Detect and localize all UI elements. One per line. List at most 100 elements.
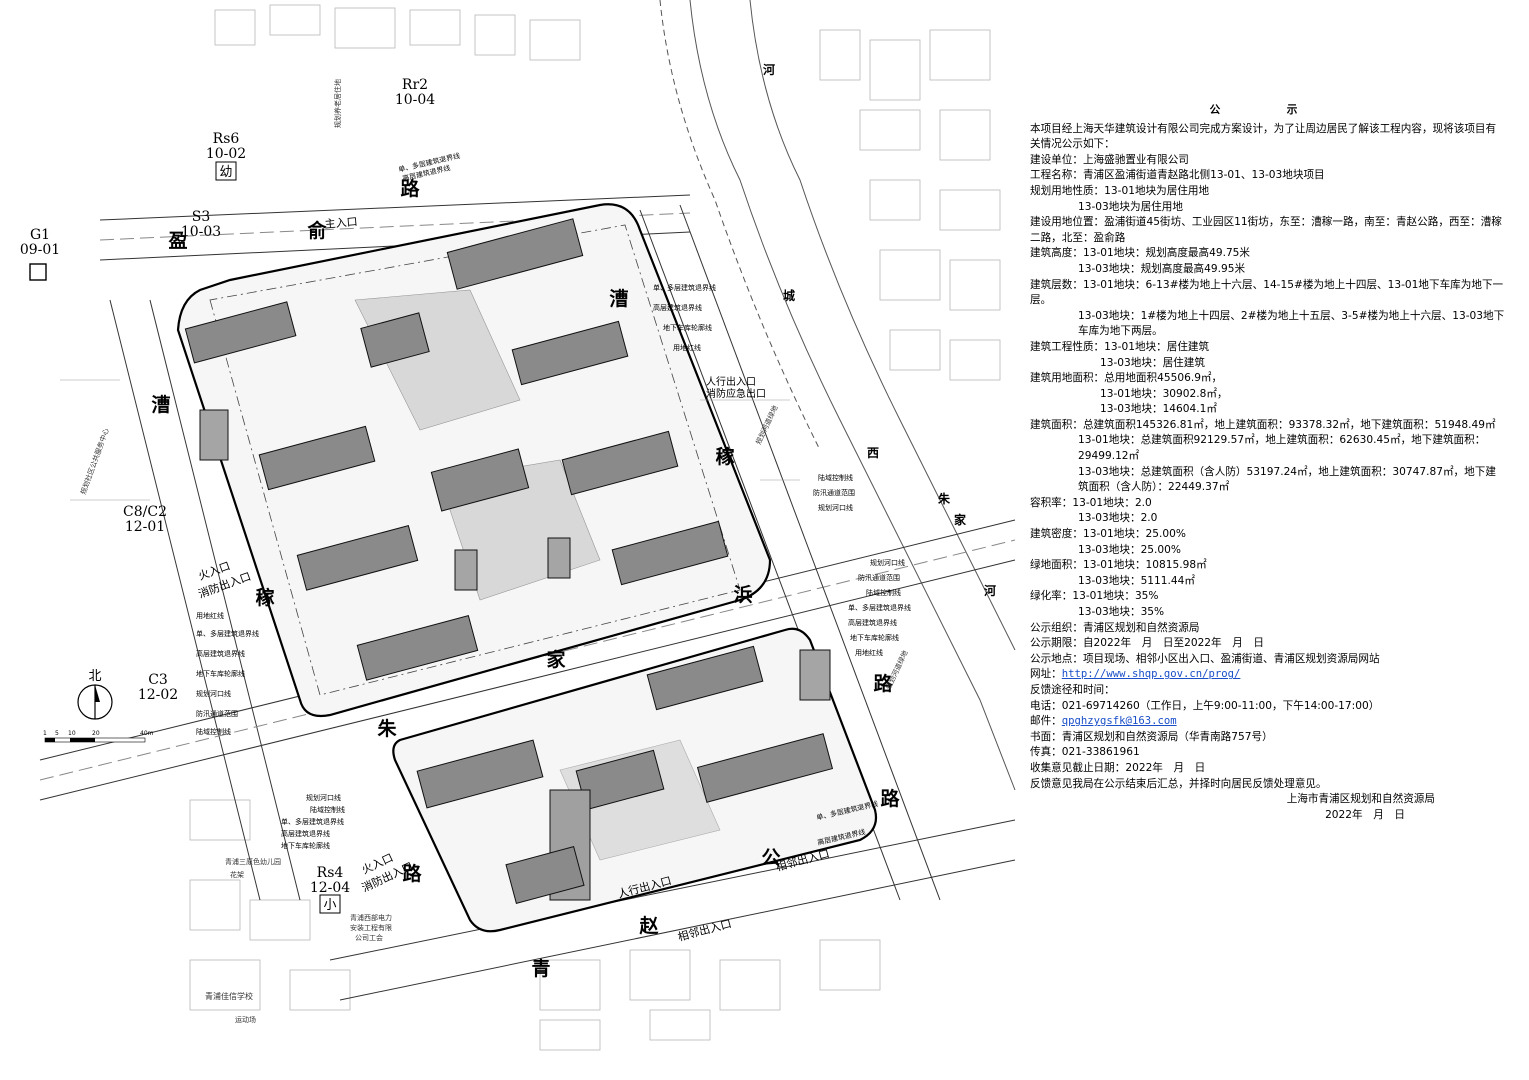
block-c8-num: 12-01 <box>125 519 165 535</box>
svg-text:陆域控制线: 陆域控制线 <box>196 727 231 736</box>
block-rs6-symbol: 幼 <box>219 165 232 180</box>
road-east-1: 漕 <box>609 287 628 310</box>
svg-text:高层建筑退界线: 高层建筑退界线 <box>653 303 702 312</box>
signature: 上海市青浦区规划和自然资源局 <box>1286 793 1435 806</box>
road-west-2: 稼 <box>255 586 274 609</box>
block-rs4-num: 12-04 <box>310 880 350 896</box>
river <box>659 0 1016 791</box>
svg-text:单、多层建筑退界线: 单、多层建筑退界线 <box>196 629 259 638</box>
fax: 传真：021-33861961 <box>1030 746 1140 759</box>
website-label: 网址： <box>1030 668 1062 681</box>
svg-text:防汛通道范围: 防汛通道范围 <box>813 488 855 497</box>
notice-line: 公示组织：青浦区规划和自然资源局 <box>1030 621 1200 634</box>
dimension-lines <box>60 379 800 501</box>
svg-text:单、多层建筑退界线: 单、多层建筑退界线 <box>653 283 716 292</box>
email-label: 邮件： <box>1030 715 1062 728</box>
svg-text:地下车库轮廓线: 地下车库轮廓线 <box>850 633 899 642</box>
notice-line: 13-03地块：1#楼为地上十四层、2#楼为地上十五层、3-5#楼为地上十六层、… <box>1078 309 1505 338</box>
notice-intro: 本项目经上海天华建筑设计有限公司完成方案设计，为了让周边居民了解该工程内容，现将… <box>1030 122 1497 151</box>
svg-text:高层建筑退界线: 高层建筑退界线 <box>196 649 245 658</box>
notice-line: 建设单位：上海盛驰置业有限公司 <box>1030 153 1189 166</box>
signature-date: 2022年 月 日 <box>1325 808 1405 821</box>
north-arrow: 北 <box>77 669 113 720</box>
block-rs6-code: Rs6 <box>213 131 240 147</box>
school-label: 青浦佳信学校 <box>205 991 253 1001</box>
public-notice: 公 示 本项目经上海天华建筑设计有限公司完成方案设计，为了让周边居民了解该工程内… <box>1030 103 1505 823</box>
block-s3-num: 10-03 <box>181 224 221 240</box>
scale-1: 5 <box>55 730 59 737</box>
notice-line: 建筑层数：13-01地块：6-13#楼为地上十六层、14-15#楼为地上十四层、… <box>1030 278 1504 307</box>
email-link[interactable]: qpghzygsfk@163.com <box>1061 715 1177 728</box>
notice-line: 公示地点：项目现场、相邻小区出入口、盈浦街道、青浦区规划资源局网站 <box>1030 652 1380 665</box>
svg-text:规划河口线: 规划河口线 <box>870 558 905 567</box>
svg-text:规划河口线: 规划河口线 <box>306 793 341 802</box>
road-river-1: 河 <box>762 62 775 77</box>
block-rr2-code: Rr2 <box>402 77 428 93</box>
buildings-13-01 <box>184 218 729 681</box>
kindergarten-label: 青浦三原色幼儿园 <box>225 857 281 866</box>
website-link[interactable]: http://www.shqp.gov.cn/prog/ <box>1061 668 1241 681</box>
svg-text:单、多层建筑退界线: 单、多层建筑退界线 <box>281 817 344 826</box>
svg-text:规划河口线: 规划河口线 <box>196 689 231 698</box>
block-s3-code: S3 <box>192 209 211 225</box>
pedestrian-entrance-e: 人行出入口 <box>706 375 756 388</box>
notice-line: 13-03地块：35% <box>1078 606 1165 618</box>
notice-line: 建筑高度：13-01地块：规划高度最高49.75米 <box>1030 247 1251 260</box>
legend-east2: 陆域控制线 防汛通道范围 规划河口线 <box>813 473 855 512</box>
block-tags: Rr2 10-04 Rs6 10-02 幼 G1 09-01 S3 10-03 … <box>20 77 435 914</box>
notice-line: 13-01地块：30902.8㎡， <box>1100 387 1228 400</box>
phone: 电话：021-69714260（工作日，上午9:00-11:00，下午14:00… <box>1030 699 1380 712</box>
notice-title: 公 示 <box>1209 104 1326 116</box>
road-south-3: 公 <box>761 847 780 869</box>
road-south-2: 赵 <box>638 914 659 937</box>
svg-text:地下车库轮廓线: 地下车库轮廓线 <box>281 841 330 850</box>
notice-lines: 建设单位：上海盛驰置业有限公司工程名称：青浦区盈浦街道青赵路北侧13-01、13… <box>1030 153 1505 668</box>
notice-line: 13-01地块：总建筑面积92129.57㎡，地上建筑面积：62630.45㎡，… <box>1078 434 1486 463</box>
svg-text:地下车库轮廓线: 地下车库轮廓线 <box>663 323 712 332</box>
svg-text:规划河口线: 规划河口线 <box>818 503 853 512</box>
website-row: 网址：http://www.shqp.gov.cn/prog/ <box>1030 667 1505 683</box>
road-middle-1: 朱 <box>377 717 397 740</box>
block-c8-code: C8/C2 <box>123 504 167 520</box>
notice-line: 13-03地块：规划高度最高49.95米 <box>1078 262 1246 275</box>
deadline: 收集意见截止日期：2022年 月 日 <box>1030 761 1206 774</box>
svg-text:高层建筑退界线: 高层建筑退界线 <box>848 618 897 627</box>
notice-line: 13-03地块为居住用地 <box>1078 200 1183 213</box>
road-east-far-2: 朱 <box>938 491 951 506</box>
buildings-13-03 <box>416 645 834 904</box>
notice-line: 建筑密度：13-01地块：25.00% <box>1030 528 1186 541</box>
planned-residence: 规划养老居住地 <box>333 79 342 128</box>
notice-line: 建筑用地面积：总用地面积45506.9㎡， <box>1030 372 1223 385</box>
written-address: 书面：青浦区规划和自然资源局（华青南路757号） <box>1030 730 1273 743</box>
power-co-1: 青浦西部电力 <box>350 913 392 922</box>
notice-line: 工程名称：青浦区盈浦街道青赵路北侧13-01、13-03地块项目 <box>1030 169 1325 182</box>
svg-text:陆域控制线: 陆域控制线 <box>310 805 345 814</box>
block-g1-code: G1 <box>30 227 50 243</box>
block-rr2-num: 10-04 <box>395 92 435 108</box>
svg-text:用地红线: 用地红线 <box>855 648 883 657</box>
svg-text:单、多层建筑退界线: 单、多层建筑退界线 <box>848 603 911 612</box>
main-entrance: 主入口 <box>324 215 358 231</box>
road-east-2: 稼 <box>715 445 734 468</box>
road-east-far-1: 西 <box>867 446 879 460</box>
closing: 反馈意见我局在公示结束后汇总，并择时向居民反馈处理意见。 <box>1030 777 1327 790</box>
scale-4: 40m <box>140 730 154 737</box>
scale-2: 10 <box>68 730 76 737</box>
road-middle-2: 家 <box>546 648 566 671</box>
legend-east4: 单、多层建筑退界线 高层建筑退界线 地下车库轮廓线 用地红线 <box>848 603 911 657</box>
road-east-3: 路 <box>873 672 893 695</box>
notice-line: 13-03地块：2.0 <box>1078 512 1158 525</box>
block-rs6-num: 10-02 <box>206 146 246 162</box>
notice-line: 13-03地块：14604.1㎡ <box>1100 403 1217 416</box>
road-names: 盈 俞 路 漕 稼 朱 家 浜 漕 稼 路 青 赵 公 路 路 河 城 河 西 … <box>151 62 996 980</box>
svg-text:防汛通道范围: 防汛通道范围 <box>858 573 900 582</box>
svg-text:用地红线: 用地红线 <box>196 611 224 620</box>
feedback-title: 反馈途径和时间： <box>1030 683 1115 696</box>
notice-line: 容积率：13-01地块：2.0 <box>1030 496 1152 509</box>
site-plan-map: Rr2 10-04 Rs6 10-02 幼 G1 09-01 S3 10-03 … <box>19 0 1016 1051</box>
svg-text:防汛通道范围: 防汛通道范围 <box>196 709 238 718</box>
power-co-2: 安装工程有限 <box>350 923 392 932</box>
notice-line: 13-03地块：居住建筑 <box>1100 356 1205 369</box>
road-north-3: 路 <box>400 177 420 200</box>
north-label: 北 <box>88 669 101 684</box>
